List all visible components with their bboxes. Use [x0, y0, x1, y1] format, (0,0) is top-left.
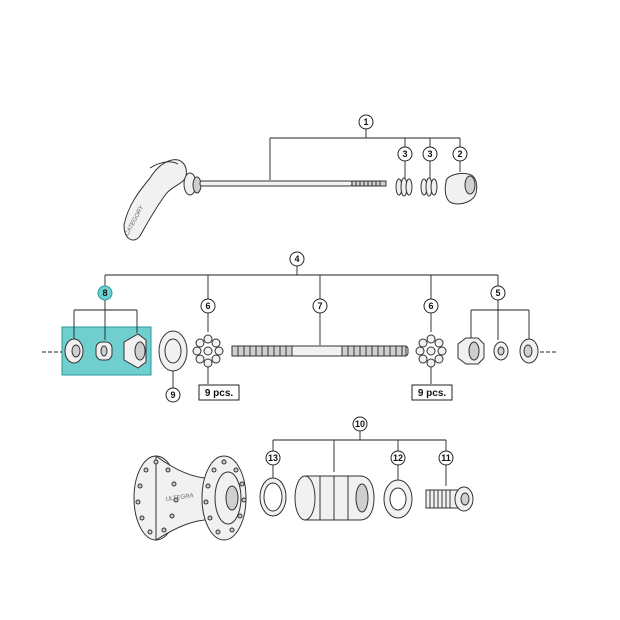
quick-release-lever: CATEGORY [123, 159, 202, 241]
svg-text:10: 10 [355, 419, 365, 429]
svg-text:3: 3 [427, 149, 432, 159]
svg-text:9: 9 [170, 390, 175, 400]
svg-text:12: 12 [393, 453, 403, 463]
svg-text:9 pcs.: 9 pcs. [418, 388, 447, 399]
spacer-left [95, 341, 113, 361]
cone-left [123, 333, 147, 369]
callout-3-right: 3 [422, 146, 438, 162]
callout-6-left: 6 [200, 298, 216, 314]
freehub-body [294, 475, 375, 521]
fixing-bolt [425, 486, 474, 512]
hub-body-assembly: ULTEGRA [133, 416, 474, 541]
callout-4: 4 [289, 251, 305, 267]
spacer-right [493, 341, 509, 361]
svg-text:6: 6 [428, 301, 433, 311]
ball-bearings-right [415, 334, 447, 384]
callout-12: 12 [390, 450, 406, 466]
svg-text:6: 6 [205, 301, 210, 311]
svg-text:3: 3 [402, 149, 407, 159]
callout-2: 2 [452, 146, 468, 162]
callout-11: 11 [438, 450, 454, 466]
svg-text:2: 2 [457, 149, 462, 159]
svg-text:7: 7 [317, 301, 322, 311]
callout-7: 7 [312, 298, 328, 314]
svg-text:13: 13 [268, 453, 278, 463]
callout-5: 5 [490, 285, 506, 301]
cone-right [457, 337, 485, 365]
lock-nut-right [519, 338, 539, 364]
svg-text:5: 5 [495, 288, 500, 298]
svg-text:11: 11 [441, 453, 451, 463]
dust-cap [158, 330, 188, 388]
callout-8: 8 [97, 285, 113, 301]
quantity-label-right: 9 pcs. [411, 384, 453, 401]
skewer-rod [199, 180, 387, 187]
quick-release-assembly: CATEGORY [123, 114, 478, 241]
svg-text:8: 8 [102, 288, 107, 298]
spring-right [420, 177, 438, 197]
callout-13: 13 [265, 450, 281, 466]
callout-1: 1 [358, 114, 374, 130]
freehub-washer [383, 479, 413, 519]
hub-axle [231, 345, 409, 357]
quantity-label-left: 9 pcs. [198, 384, 240, 401]
svg-text:1: 1 [363, 117, 368, 127]
hub-shell: ULTEGRA [133, 455, 247, 541]
svg-text:4: 4 [294, 254, 299, 264]
seal-ring [259, 477, 287, 517]
callout-6-right: 6 [423, 298, 439, 314]
hub-brand-mark: ULTEGRA [165, 493, 193, 503]
adjusting-nut [444, 173, 478, 205]
axle-assembly: 4 8 6 7 6 5 9 9 pcs. [42, 251, 556, 403]
callout-9: 9 [165, 387, 181, 403]
spring-left [395, 177, 413, 197]
callout-10: 10 [352, 416, 368, 432]
highlighted-part-group-8 [42, 300, 152, 376]
svg-text:9 pcs.: 9 pcs. [205, 388, 234, 399]
lock-nut-left [64, 338, 84, 364]
ball-bearings-left [192, 334, 224, 384]
callout-3-left: 3 [397, 146, 413, 162]
